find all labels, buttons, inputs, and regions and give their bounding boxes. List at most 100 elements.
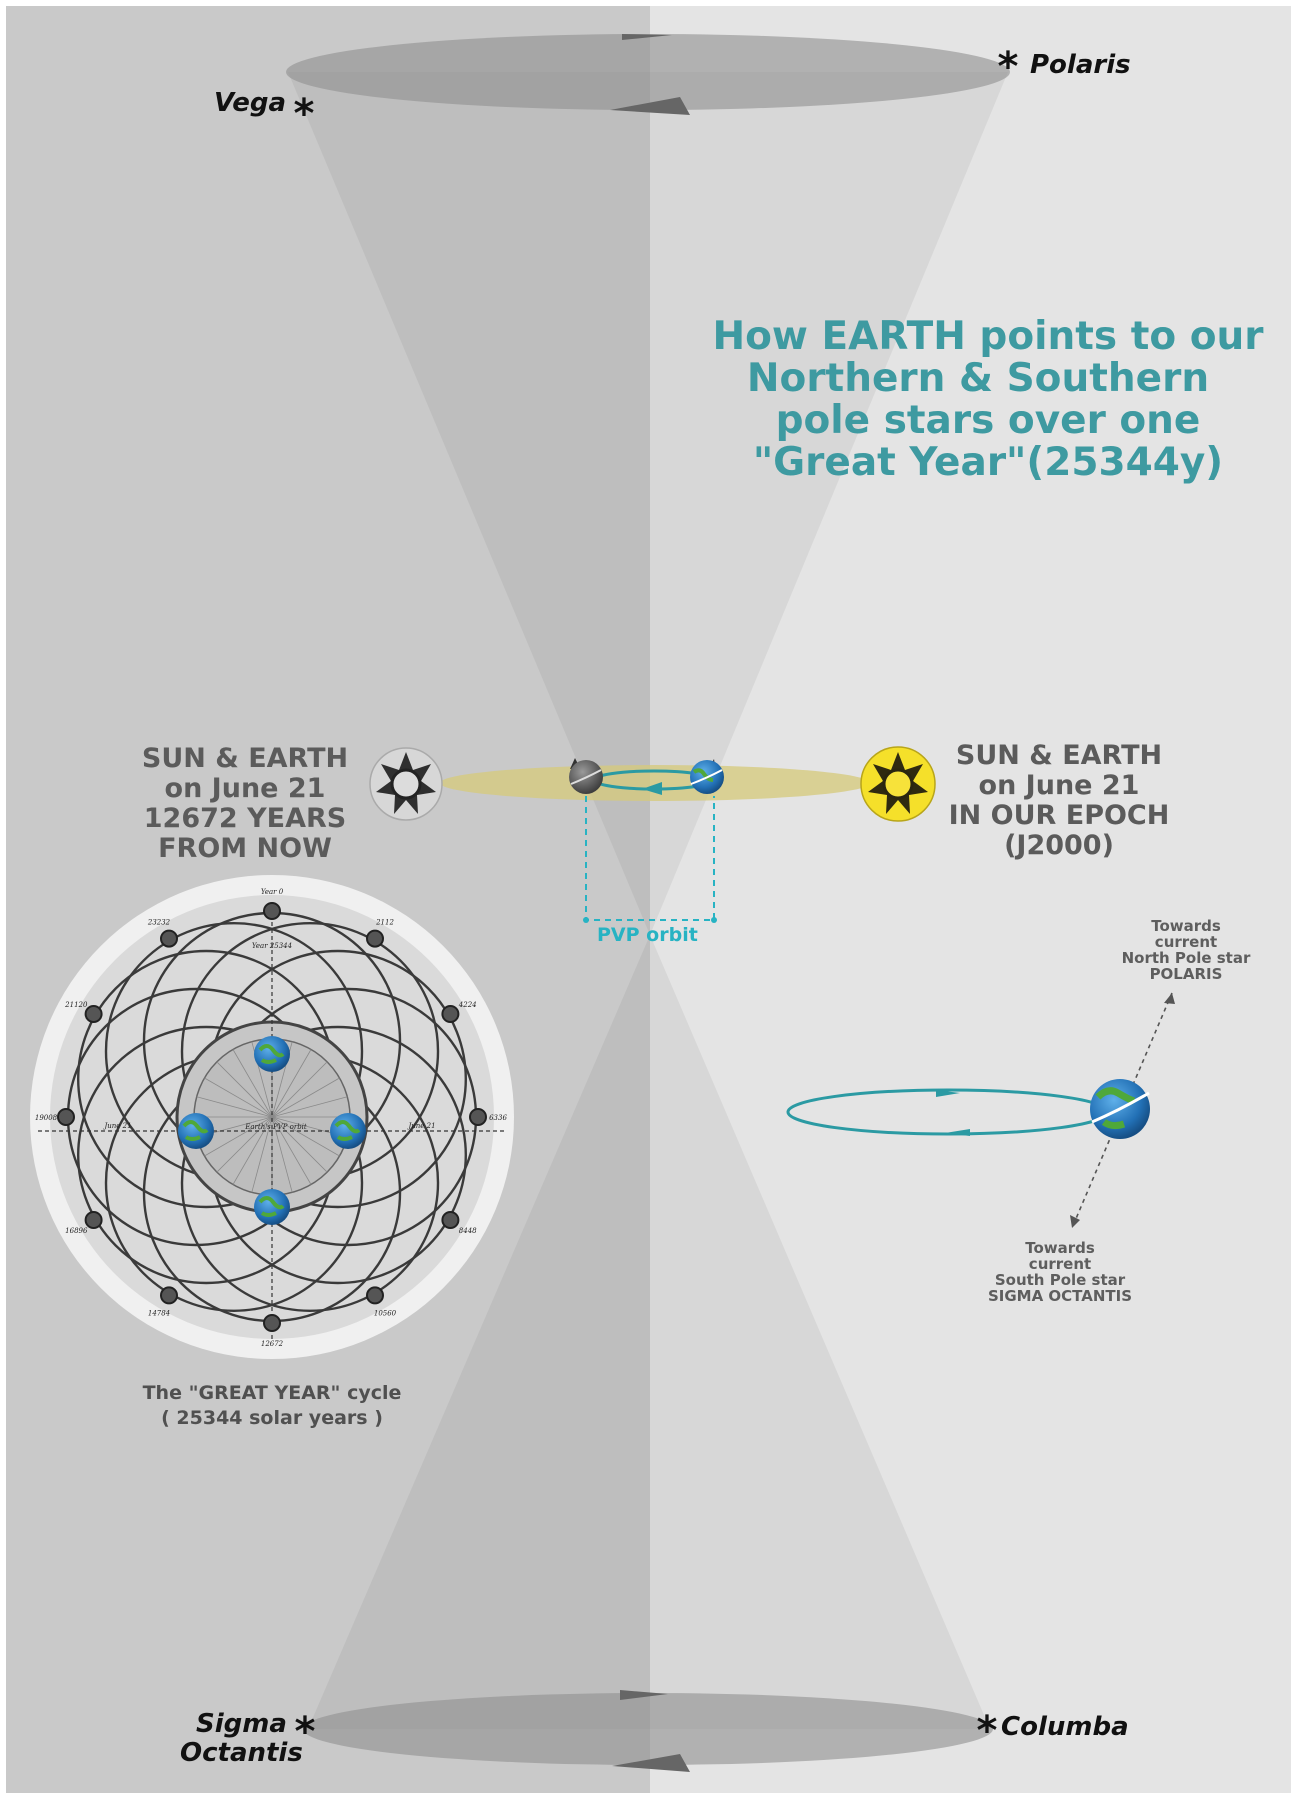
cycle-year-label: 12672 [261, 1340, 284, 1348]
cycle-year-label: 10560 [374, 1310, 397, 1318]
future-line-4: FROM NOW [158, 833, 332, 864]
cycle-year-label: 23232 [147, 918, 171, 926]
great-year-cycle-diagram: Year 02112422463368448105601267214784168… [30, 875, 514, 1359]
future-sun-earth-text: SUN & EARTH on June 21 12672 YEARS FROM … [112, 744, 378, 864]
cycle-spoke [204, 1116, 273, 1157]
cycle-earth-left [178, 1113, 214, 1149]
north-circle-arrow-bottom [610, 97, 690, 115]
south-pole-pointer-text: Towards current South Pole star SIGMA OC… [970, 1240, 1150, 1304]
north-precession-circle [286, 34, 1010, 110]
cycle-sun-gear-icon [57, 1108, 75, 1126]
cycle-spoke [251, 1116, 273, 1193]
cycle-spoke [232, 1049, 273, 1118]
north-pole-pointer-text: Towards current North Pole star POLARIS [1106, 918, 1266, 982]
cycle-sun-gear-icon [263, 1314, 281, 1332]
cycle-year-label: 19008 [35, 1114, 58, 1122]
sigma-octantis-star-icon: * [295, 1709, 316, 1755]
cycle-sun-gear-icon [366, 1286, 384, 1305]
upper-precession-cone [288, 72, 1008, 935]
title-line-2: Northern & Southern [746, 356, 1210, 401]
vega-label: Vega [214, 88, 287, 118]
cycle-earth-bottom [254, 1189, 290, 1225]
cycle-sun-gear-icon [469, 1108, 487, 1126]
north-pointer-line-3: North Pole star [1121, 949, 1251, 967]
cycle-sun-gear-icon [160, 929, 178, 948]
current-line-1: SUN & EARTH [955, 740, 1163, 771]
cycle-earth-top [254, 1036, 290, 1072]
north-pointer-line-1: Towards [1151, 917, 1221, 935]
south-circle-arrow-top [620, 1690, 668, 1700]
cycle-spoke [196, 1096, 273, 1118]
cycle-sun-gear-icon [84, 1211, 103, 1229]
ecliptic-band [440, 765, 870, 801]
future-line-2: on June 21 [164, 773, 326, 804]
polaris-star-icon: * [998, 44, 1019, 90]
cycle-june-label-left: June 21 [102, 1122, 131, 1130]
vega-star-icon: * [294, 91, 315, 137]
caption-line-2: ( 25344 solar years ) [161, 1407, 383, 1429]
north-circle-arrow-top [622, 34, 672, 40]
cycle-spoke [271, 1116, 340, 1157]
current-line-4: (J2000) [1004, 830, 1114, 861]
polaris-label: Polaris [1030, 50, 1131, 80]
cycle-spoke [271, 1096, 348, 1118]
cycle-sun-gear-icon [160, 1286, 178, 1305]
cycle-earth-right [330, 1113, 366, 1149]
title-line-3: pole stars over one [775, 398, 1201, 443]
cycle-spoke [271, 1116, 293, 1193]
cycle-year-label: 8448 [459, 1227, 477, 1235]
current-earth [690, 759, 724, 794]
right-background [650, 6, 1291, 1793]
cycle-spoke [204, 1077, 273, 1118]
sigma-octantis-label-line1: Sigma [196, 1709, 287, 1739]
cycle-sun-gear-icon [263, 902, 281, 920]
cycle-spoke [216, 1116, 273, 1173]
cycle-spoke [271, 1116, 312, 1185]
pvp-dashed-bracket [585, 796, 715, 921]
future-line-3: 12672 YEARS [143, 803, 347, 834]
pvp-orbit-arrow [642, 782, 662, 795]
current-line-3: IN OUR EPOCH [948, 800, 1170, 831]
cycle-year-label: 21120 [64, 1001, 88, 1009]
south-pointer-line-4: SIGMA OCTANTIS [987, 1287, 1133, 1305]
south-circle-arrow-bottom [612, 1754, 690, 1772]
cycle-year-label: 2112 [375, 918, 394, 926]
cycle-year-label: 4224 [458, 1001, 477, 1009]
current-sun-icon [860, 746, 936, 822]
pvp-orbit-label: PVP orbit [597, 924, 698, 946]
north-pointer-line-4: POLARIS [1149, 965, 1223, 983]
cycle-june-label-right: June 21 [406, 1122, 435, 1130]
lower-precession-cone [308, 935, 990, 1729]
cycle-sun-gear-icon [84, 1005, 103, 1023]
great-year-caption: The "GREAT YEAR" cycle ( 25344 solar yea… [122, 1381, 422, 1431]
cycle-spoke [216, 1061, 273, 1118]
cycle-spoke [271, 1077, 340, 1118]
cycle-sun-gear-icon [441, 1211, 460, 1229]
sigma-octantis-label-line2: Octantis [180, 1738, 303, 1768]
north-pointer-line-2: current [1154, 933, 1218, 951]
title-line-4: "Great Year"(25344y) [752, 440, 1224, 485]
cycle-year-label: 14784 [148, 1310, 170, 1318]
south-precession-circle [303, 1693, 993, 1765]
columba-label: Columba [1001, 1712, 1129, 1742]
cycle-spoke [271, 1061, 328, 1118]
cycle-inner-top-label: Year 25344 [252, 942, 292, 950]
future-line-1: SUN & EARTH [141, 743, 349, 774]
columba-star-icon: * [977, 1708, 998, 1754]
caption-line-1: The "GREAT YEAR" cycle [142, 1382, 402, 1404]
current-sun-earth-text: SUN & EARTH on June 21 IN OUR EPOCH (J20… [928, 741, 1190, 861]
title-line-1: How EARTH points to our [712, 314, 1264, 359]
cycle-spoke [232, 1116, 273, 1185]
cycle-spoke [271, 1116, 328, 1173]
south-pointer-line-3: South Pole star [994, 1271, 1126, 1289]
cycle-year-label: 6336 [489, 1114, 507, 1122]
axial-tilt-illustration [786, 992, 1175, 1229]
cycle-center-label: Earth's PVP orbit [244, 1123, 307, 1131]
cycle-sun-gear-icon [441, 1005, 460, 1023]
cycle-spoke [271, 1049, 312, 1118]
future-earth [569, 758, 603, 794]
current-line-2: on June 21 [978, 770, 1140, 801]
cycle-year-label: 16896 [65, 1227, 88, 1235]
south-pointer-line-2: current [1028, 1255, 1092, 1273]
diagram-title: How EARTH points to our Northern & South… [688, 316, 1288, 484]
